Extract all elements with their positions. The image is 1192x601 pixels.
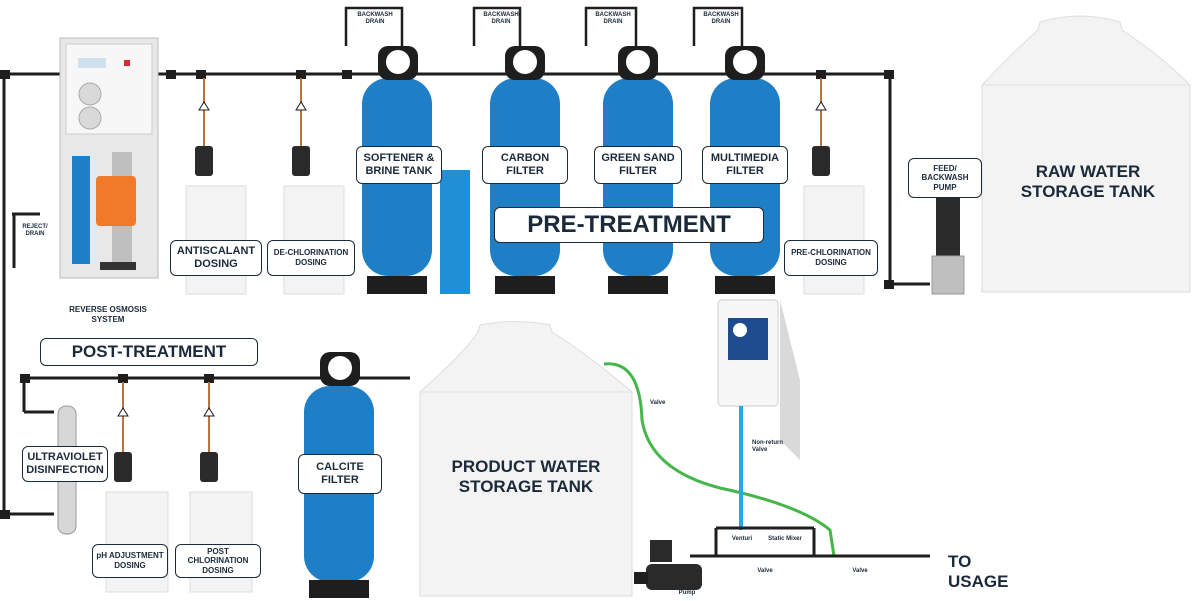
product-water-tank xyxy=(419,321,633,597)
softener-label: SOFTENER & BRINE TANK xyxy=(356,146,442,184)
uv-label: ULTRAVIOLET DISINFECTION xyxy=(22,446,108,482)
valve-label-top: Valve xyxy=(650,400,666,406)
pump-label: Pump xyxy=(678,590,696,596)
transfer-pump xyxy=(634,540,702,590)
backwash-drain-label-4: BACKWASH DRAIN xyxy=(703,12,739,26)
ph-label: pH ADJUSTMENT DOSING xyxy=(92,544,168,578)
reject-drain-label: REJECT/ DRAIN xyxy=(22,224,48,238)
carbon-label: CARBON FILTER xyxy=(482,146,568,184)
to-usage-label: TO USAGE xyxy=(948,552,1009,592)
raw-water-tank xyxy=(981,15,1191,293)
ozone-generator xyxy=(717,299,800,460)
dechlorination-label: DE-CHLORINATION DOSING xyxy=(267,240,355,276)
ro-system xyxy=(59,37,159,279)
posttreatment-label: POST-TREATMENT xyxy=(40,338,258,366)
feed-pump-label: FEED/ BACKWASH PUMP xyxy=(908,158,982,198)
pipe-fittings xyxy=(0,70,894,519)
valve-label-left: Valve xyxy=(757,568,773,574)
pretreatment-label: PRE-TREATMENT xyxy=(494,207,764,243)
calcite-label: CALCITE FILTER xyxy=(298,454,382,494)
venturi-label: Venturi xyxy=(731,536,753,542)
prechlorination-label: PRE-CHLORINATION DOSING xyxy=(784,240,878,276)
backwash-drain-label-3: BACKWASH DRAIN xyxy=(595,12,631,26)
multimedia-label: MULTIMEDIA FILTER xyxy=(702,146,788,184)
ro-system-label: REVERSE OSMOSIS SYSTEM xyxy=(69,305,147,324)
backwash-drain-label-2: BACKWASH DRAIN xyxy=(483,12,519,26)
injection-lines xyxy=(603,362,930,558)
greensand-label: GREEN SAND FILTER xyxy=(594,146,682,184)
static-mixer-label: Static Mixer xyxy=(768,536,802,542)
feed-backwash-pump xyxy=(931,198,965,295)
backwash-drain-pipes xyxy=(344,6,744,46)
postchlor-label: POST CHLORINATION DOSING xyxy=(175,544,261,578)
antiscalant-label: ANTISCALANT DOSING xyxy=(170,240,262,276)
raw-tank-label: RAW WATER STORAGE TANK xyxy=(1020,162,1156,202)
non-return-valve-label: Non-return Valve xyxy=(752,440,783,454)
backwash-drain-label-1: BACKWASH DRAIN xyxy=(357,12,393,26)
valve-label-right: Valve xyxy=(852,568,868,574)
product-tank-label: PRODUCT WATER STORAGE TANK xyxy=(451,457,601,497)
